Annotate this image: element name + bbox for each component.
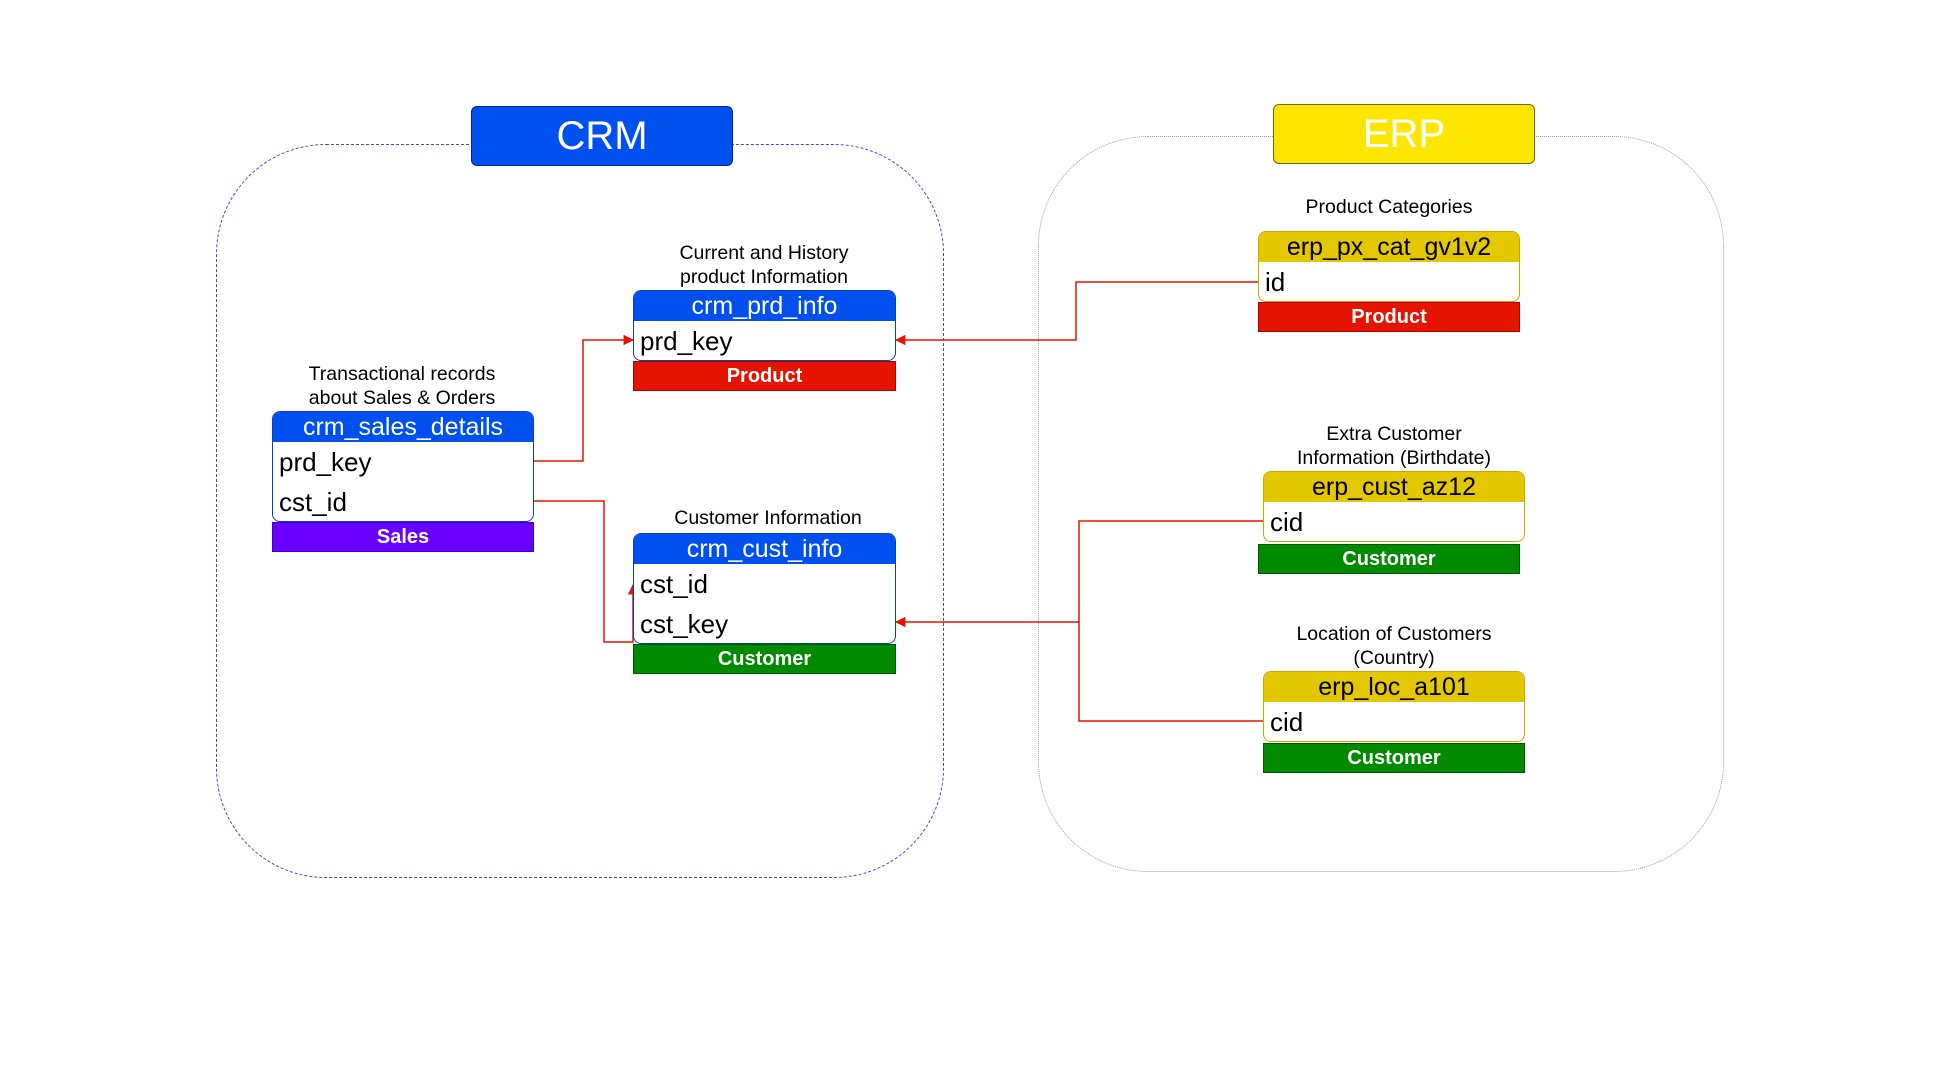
field-cid[interactable]: cid xyxy=(1270,506,1304,537)
table-name: crm_sales_details xyxy=(273,412,533,442)
table-name: crm_prd_info xyxy=(634,291,895,321)
field-id[interactable]: id xyxy=(1265,266,1286,297)
table-name: erp_cust_az12 xyxy=(1264,472,1524,502)
table-crm-sales-details[interactable]: crm_sales_details prd_key cst_id xyxy=(272,411,534,522)
table-erp-px-cat-gv1v2[interactable]: erp_px_cat_gv1v2 id xyxy=(1258,231,1520,302)
caption-prd-info: Current and History product Information xyxy=(633,241,895,289)
table-name: crm_cust_info xyxy=(634,534,895,564)
caption-line: Location of Customers xyxy=(1296,623,1492,645)
field-cst-id[interactable]: cst_id xyxy=(640,568,708,599)
caption-line: Information (Birthdate) xyxy=(1296,447,1491,469)
caption-sales-details: Transactional records about Sales & Orde… xyxy=(272,362,532,410)
field-prd-key[interactable]: prd_key xyxy=(279,446,372,477)
tag-product: Product xyxy=(633,361,896,391)
field-prd-key[interactable]: prd_key xyxy=(640,325,733,356)
table-crm-prd-info[interactable]: crm_prd_info prd_key xyxy=(633,290,896,361)
caption-line: Product Categories xyxy=(1305,196,1473,218)
caption-px-cat: Product Categories xyxy=(1258,195,1520,219)
table-crm-cust-info[interactable]: crm_cust_info cst_id cst_key xyxy=(633,533,896,644)
field-cst-key[interactable]: cst_key xyxy=(640,608,729,639)
caption-line: Current and History xyxy=(679,242,849,264)
field-cid[interactable]: cid xyxy=(1270,706,1304,737)
erp-group-title[interactable]: ERP xyxy=(1273,104,1535,164)
table-erp-loc-a101[interactable]: erp_loc_a101 cid xyxy=(1263,671,1525,742)
caption-cust-az12: Extra Customer Information (Birthdate) xyxy=(1263,422,1525,470)
crm-group-title[interactable]: CRM xyxy=(471,106,733,166)
caption-line: about Sales & Orders xyxy=(308,387,496,409)
table-erp-cust-az12[interactable]: erp_cust_az12 cid xyxy=(1263,471,1525,542)
tag-customer: Customer xyxy=(1263,743,1525,773)
caption-line: (Country) xyxy=(1353,647,1435,669)
field-cst-id[interactable]: cst_id xyxy=(279,486,347,517)
caption-line: Customer Information xyxy=(674,507,862,529)
tag-customer: Customer xyxy=(1258,544,1520,574)
tag-sales: Sales xyxy=(272,522,534,552)
table-name: erp_loc_a101 xyxy=(1264,672,1524,702)
tag-product: Product xyxy=(1258,302,1520,332)
caption-line: product Information xyxy=(679,266,848,288)
caption-line: Transactional records xyxy=(308,363,496,385)
caption-line: Extra Customer xyxy=(1326,423,1462,445)
table-name: erp_px_cat_gv1v2 xyxy=(1259,232,1519,262)
tag-customer: Customer xyxy=(633,644,896,674)
caption-loc-a101: Location of Customers (Country) xyxy=(1263,622,1525,670)
caption-cust-info: Customer Information xyxy=(633,506,903,530)
